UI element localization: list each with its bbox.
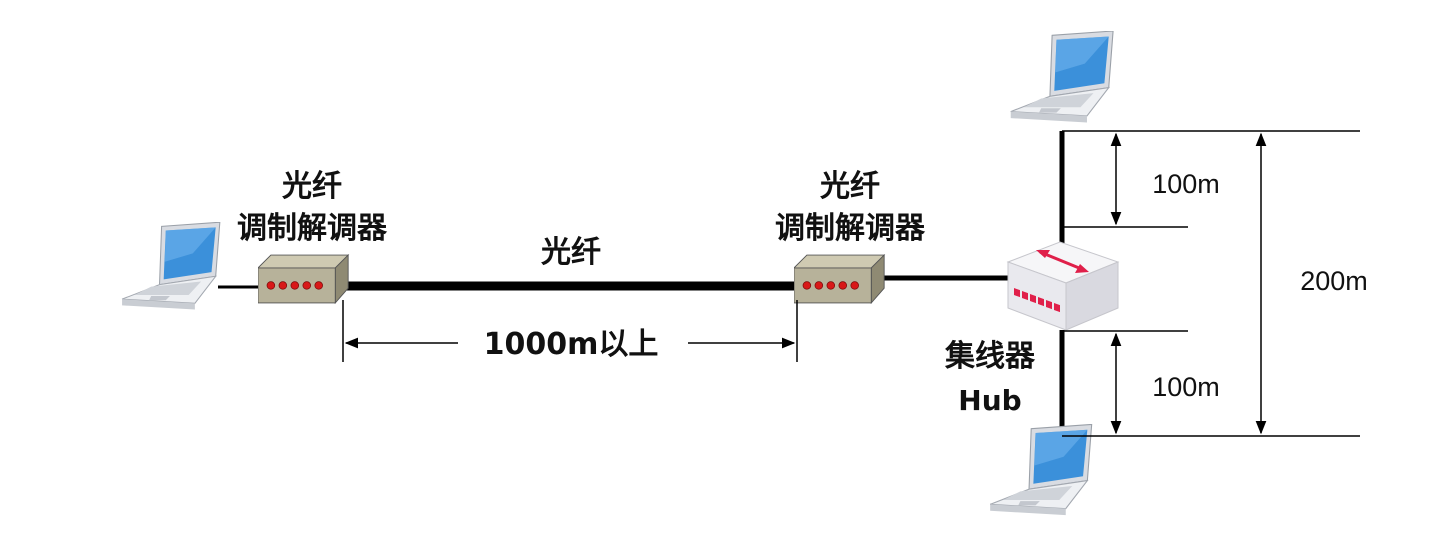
fiber-modem-icon	[258, 254, 349, 304]
laptop-icon	[989, 424, 1093, 516]
hub-label: Hub	[958, 384, 1021, 417]
laptop-icon	[121, 222, 221, 311]
fiber-distance-label: 1000m以上	[484, 327, 659, 362]
modem-right-label: 调制解调器	[775, 211, 926, 246]
modem-left-label: 光纤	[282, 169, 342, 204]
laptop-icon	[1010, 31, 1114, 124]
distance-lower-label: 100m	[1152, 372, 1220, 402]
modem-left-label: 调制解调器	[237, 211, 388, 246]
distance-total-label: 200m	[1300, 266, 1368, 296]
hub-icon	[1006, 241, 1120, 331]
fiber-modem-icon	[794, 254, 885, 304]
hub-label: 集线器	[944, 339, 1036, 374]
distance-upper-label: 100m	[1152, 169, 1220, 199]
modem-right-label: 光纤	[820, 169, 880, 204]
fiber-label: 光纤	[541, 235, 601, 270]
